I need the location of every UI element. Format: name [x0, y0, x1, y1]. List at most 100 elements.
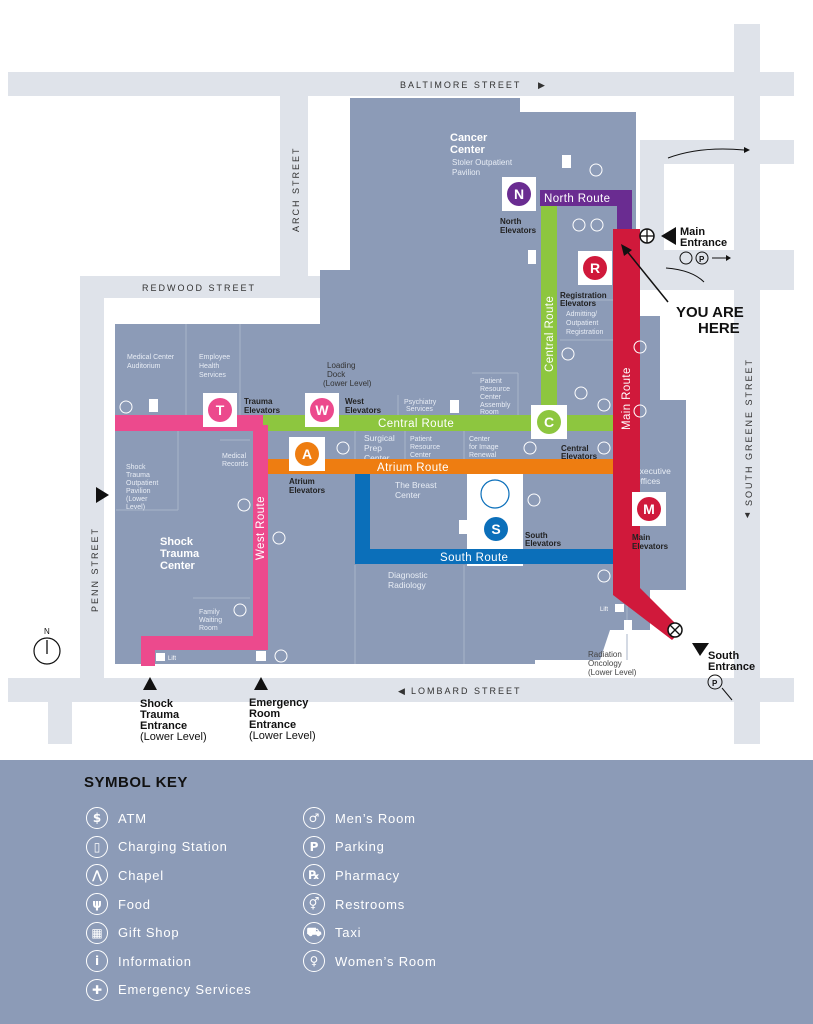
- svg-text:(Lower: (Lower: [126, 496, 148, 503]
- gift-shop-icon: ▦: [86, 921, 108, 944]
- elevator-marker-s: S South Elevators: [479, 512, 562, 548]
- main-route: [613, 229, 682, 640]
- charging-station-icon: [233, 603, 247, 617]
- svg-text:Registration: Registration: [566, 329, 603, 336]
- emergency-services-icon: [274, 649, 288, 663]
- svg-text:Room: Room: [480, 409, 499, 416]
- restrooms-icon: [119, 400, 133, 414]
- svg-text:Medical Center: Medical Center: [127, 354, 175, 361]
- breast-center-circle: [480, 479, 510, 509]
- redwood-street-label: REDWOOD STREET: [142, 283, 256, 293]
- route-labels: North Route Central Route Central Route …: [255, 193, 633, 564]
- svg-text:Auditorium: Auditorium: [127, 363, 161, 370]
- svg-text:Elevators: Elevators: [289, 486, 326, 495]
- svg-text:(Lower Level): (Lower Level): [588, 668, 637, 677]
- svg-text:Stoler Outpatient: Stoler Outpatient: [452, 158, 513, 167]
- svg-text:Shock: Shock: [126, 464, 146, 471]
- svg-text:Room: Room: [199, 625, 218, 632]
- gift-shop-icon: [450, 400, 459, 413]
- legend-item-emergency: ✚Emergency Services: [86, 976, 252, 1005]
- svg-text:Center: Center: [395, 490, 421, 500]
- map-misc-marks: Lift Lift: [149, 155, 632, 662]
- legend-item-charging: ▯Charging Station: [86, 833, 252, 862]
- building-labels: Cancer Center Stoler Outpatient Pavilion…: [126, 132, 671, 677]
- svg-text:Elevators: Elevators: [561, 452, 598, 461]
- mens-room-icon: [589, 163, 603, 177]
- svg-text:Elevators: Elevators: [632, 542, 669, 551]
- south-route-vertical: [355, 474, 370, 564]
- svg-text:Trauma: Trauma: [244, 397, 273, 406]
- atm-icon: [633, 404, 647, 418]
- svg-text:M: M: [643, 501, 655, 517]
- svg-text:Offices: Offices: [634, 476, 660, 486]
- map-amenity-icons: [119, 163, 647, 663]
- svg-text:Trauma: Trauma: [140, 709, 180, 721]
- svg-text:Shock: Shock: [140, 698, 174, 710]
- legend-item-gift-shop: ▦Gift Shop: [86, 918, 252, 947]
- atm-icon: [561, 347, 575, 361]
- elevator-marker-w: W West Elevators: [305, 393, 382, 427]
- svg-text:Admitting/: Admitting/: [566, 311, 597, 318]
- svg-text:Renewal: Renewal: [469, 452, 497, 459]
- svg-text:Level): Level): [126, 504, 145, 511]
- svg-text:(Lower Level): (Lower Level): [323, 379, 372, 388]
- svg-text:Outpatient: Outpatient: [126, 480, 158, 487]
- atrium-route-label: Atrium Route: [377, 462, 449, 474]
- svg-text:North: North: [500, 217, 521, 226]
- svg-text:Radiology: Radiology: [388, 580, 427, 590]
- legend-item-pharmacy: ℞Pharmacy: [303, 861, 437, 890]
- svg-text:West: West: [345, 397, 364, 406]
- west-route: [253, 425, 268, 650]
- information-icon: i: [86, 950, 108, 973]
- svg-text:Room: Room: [249, 708, 280, 720]
- cancer-center-l1: Cancer: [450, 132, 488, 144]
- svg-text:N: N: [514, 186, 524, 202]
- svg-text:Prep: Prep: [364, 443, 382, 453]
- gift-shop-icon: [256, 651, 266, 661]
- svg-text:Services: Services: [199, 372, 226, 379]
- information-icon: [590, 218, 604, 232]
- svg-text:P: P: [712, 679, 718, 688]
- information-icon: [597, 569, 611, 583]
- svg-text:P: P: [699, 255, 705, 264]
- svg-text:Pavilion: Pavilion: [452, 168, 480, 177]
- svg-text:South: South: [525, 531, 548, 540]
- svg-text:Family: Family: [199, 609, 220, 616]
- svg-text:Dock: Dock: [327, 370, 346, 379]
- atm-icon: [336, 441, 350, 455]
- svg-text:Trauma: Trauma: [126, 472, 150, 479]
- south-entrance-arrow: [692, 643, 709, 656]
- west-entrance-arrow: [96, 487, 109, 503]
- atrium-route: [266, 459, 613, 474]
- svg-text:Pavilion: Pavilion: [126, 488, 151, 495]
- svg-text:W: W: [315, 402, 329, 418]
- street-labels: BALTIMORE STREET ▶ ARCH STREET REDWOOD S…: [90, 80, 754, 696]
- chapel-icon: [523, 441, 537, 455]
- south-route-label: South Route: [440, 552, 508, 564]
- food-icon: [272, 531, 286, 545]
- mens-room-icon: [597, 398, 611, 412]
- campus-map: BALTIMORE STREET ▶ ARCH STREET REDWOOD S…: [8, 24, 794, 744]
- main-entrance-l1: Main: [680, 226, 705, 238]
- charging-station-icon: ▯: [86, 835, 108, 858]
- svg-text:Center: Center: [160, 560, 196, 572]
- elevator-marker-c: C Central Elevators: [531, 405, 598, 461]
- north-route-label: North Route: [544, 193, 610, 205]
- shock-trauma-center-l1: Shock: [160, 536, 194, 548]
- svg-text:Psychiatry: Psychiatry: [404, 399, 437, 406]
- central-route-label: Central Route: [378, 418, 454, 430]
- taxi-icon: [679, 251, 693, 265]
- chapel-icon: [574, 386, 588, 400]
- arch-street-label: ARCH STREET: [291, 146, 301, 232]
- svg-text:▶: ▶: [538, 80, 547, 90]
- svg-text:Records: Records: [222, 461, 249, 468]
- svg-text:Elevators: Elevators: [244, 406, 281, 415]
- baltimore-street-label: BALTIMORE STREET: [400, 80, 521, 90]
- lombard-street-label: LOMBARD STREET: [411, 686, 522, 696]
- svg-text:Services: Services: [406, 406, 433, 413]
- svg-text:South: South: [708, 650, 739, 662]
- svg-text:(Lower Level): (Lower Level): [249, 730, 316, 742]
